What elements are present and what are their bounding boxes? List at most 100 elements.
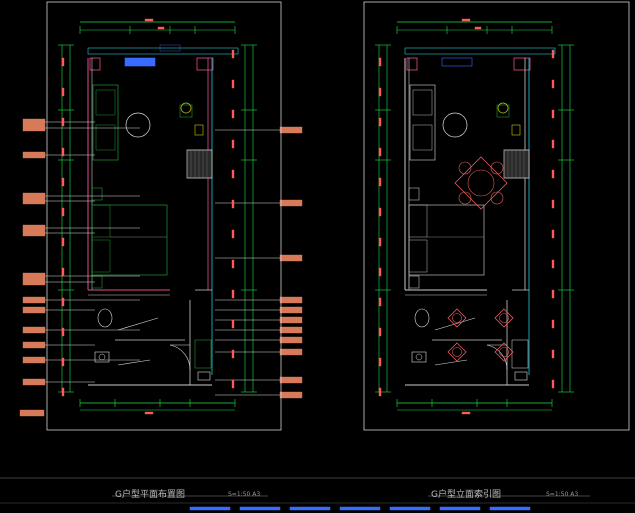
nightstand [408, 275, 420, 289]
wardrobe [409, 84, 436, 161]
elevation-index-bubble [490, 161, 504, 175]
sink [94, 351, 110, 363]
dimension-text-marker [61, 267, 65, 277]
dimension-text-marker [231, 199, 235, 209]
wall-column [89, 57, 101, 71]
annotation-tag [22, 229, 46, 237]
dimension-text-marker [551, 199, 555, 209]
wall-column [196, 57, 214, 71]
elevation-index-symbol-circle [452, 313, 462, 323]
dimension-text-marker [378, 327, 382, 337]
dimension-text-marker [157, 26, 165, 30]
dimension-text-marker [378, 117, 382, 127]
dimension-text-marker [231, 319, 235, 329]
sink [411, 351, 427, 363]
elevation-index-symbol [447, 308, 467, 328]
dimension-text-marker [61, 117, 65, 127]
dimension-text-marker [61, 357, 65, 367]
elevation-index-symbol [447, 342, 467, 362]
annotation-tag [279, 306, 303, 314]
elevation-index-bubble [490, 191, 504, 205]
annotation-tag [22, 296, 46, 304]
bath-leader [434, 359, 468, 366]
wardrobe-door [412, 124, 433, 151]
elevation-index-symbol [494, 308, 514, 328]
sink-bowl [415, 353, 423, 361]
annotation-tag [279, 316, 303, 324]
annotation-tag [279, 199, 303, 207]
floor-plan-sheet [19, 18, 303, 417]
dimension-text-marker [378, 57, 382, 67]
elevation-index-bubble [458, 191, 472, 205]
side-table [194, 124, 204, 136]
sheet-scale-left: S=1:50 A3 [228, 491, 261, 498]
wardrobe-door [95, 89, 116, 116]
nightstand [91, 187, 103, 201]
fridge [186, 149, 213, 179]
dimension-text-marker [378, 147, 382, 157]
toilet [97, 308, 113, 328]
annotation-tag [22, 197, 46, 205]
dimension-text-marker [231, 379, 235, 389]
toilet [414, 308, 430, 328]
dimension-text-marker [144, 18, 154, 22]
sink-bowl [98, 353, 106, 361]
bath-leader [434, 317, 476, 331]
footer-text-bar [389, 506, 431, 511]
footer-text-bar [239, 506, 281, 511]
dimension-text-marker [551, 289, 555, 299]
annotation-tag [22, 356, 46, 364]
annotation-tag [22, 278, 46, 286]
chair [179, 104, 193, 118]
chair-seat [497, 102, 509, 114]
top-label-box [159, 44, 181, 52]
elevation-index-symbol-circle [452, 347, 462, 357]
annotation-tag [279, 254, 303, 262]
footer-text-bar [289, 506, 331, 511]
dimension-text-marker [474, 26, 482, 30]
dimension-text-marker [231, 139, 235, 149]
elevation-index-symbol-circle [499, 347, 509, 357]
annotation-tag [279, 326, 303, 334]
door-swing [486, 344, 508, 371]
dimension-text-marker [61, 207, 65, 217]
elevation-index-sheet [375, 18, 574, 415]
dimension-text-marker [551, 169, 555, 179]
dimension-text-marker [61, 387, 65, 397]
dimension-text-marker [61, 87, 65, 97]
dimension-text-marker [551, 49, 555, 59]
fridge [503, 149, 530, 179]
dimension-text-marker [378, 267, 382, 277]
annotation-tag [279, 336, 303, 344]
dimension-text-marker [231, 259, 235, 269]
annotation-tag [279, 126, 303, 134]
elevation-index-symbol-circle [499, 313, 509, 323]
chair [496, 104, 510, 118]
annotation-tag [22, 326, 46, 334]
wall-column [406, 57, 418, 71]
dimension-text-marker [231, 79, 235, 89]
elevation-index-symbol [494, 342, 514, 362]
footer-text-bar [439, 506, 481, 511]
sheet-title-left: G户型平面布置图 [115, 490, 185, 500]
top-wall [87, 47, 239, 55]
annotation-tag [279, 296, 303, 304]
annotation-tag [279, 348, 303, 356]
window-unit [124, 57, 156, 67]
dimension-text-marker [378, 237, 382, 247]
door-swing [169, 344, 191, 371]
bed-pillow [91, 204, 111, 238]
sheet-scale-right: S=1:50 A3 [546, 491, 579, 498]
dimension-text-marker [378, 207, 382, 217]
dimension-text-marker [231, 169, 235, 179]
bath-leader [117, 317, 159, 331]
chair-seat [180, 102, 192, 114]
dimension-text-marker [378, 387, 382, 397]
shower-tray [194, 339, 212, 369]
bath-leader [117, 359, 151, 366]
floor-drain [197, 371, 211, 381]
bed-pillow [408, 204, 428, 238]
dimension-text-marker [61, 237, 65, 247]
footer-text-bar [189, 506, 231, 511]
